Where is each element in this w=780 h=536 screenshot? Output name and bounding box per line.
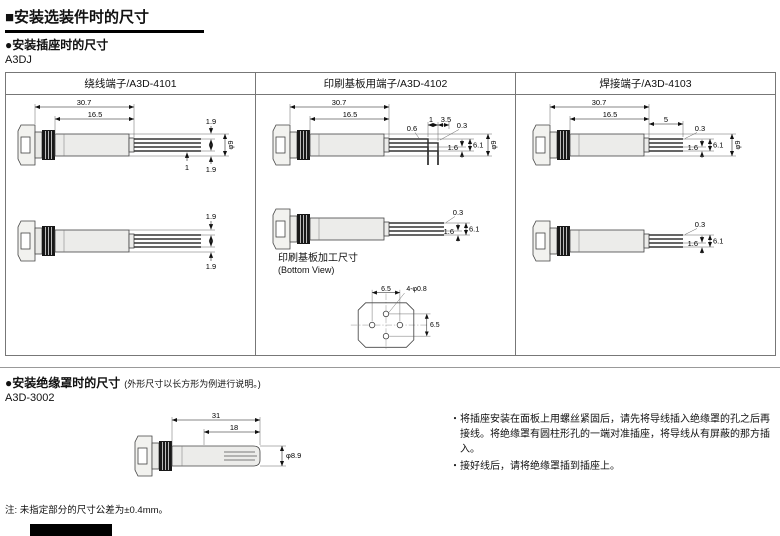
- dim-label: 30.7: [591, 98, 606, 107]
- bottom-view-title: 印刷基板加工尺寸: [278, 253, 358, 264]
- note-item: ・将插座安装在面板上用螺丝紧固后，请先将导线插入绝缘罩的孔之后再接线。将绝缘罩有…: [450, 414, 770, 455]
- dim-label: φ9: [489, 140, 498, 149]
- column-header-wirewrap: 绕线端子/A3D-4101: [5, 72, 256, 95]
- dim-label: 0.3: [456, 121, 466, 130]
- drawing-a3d-4103-bottom: 0.3 1.6 6.1: [532, 220, 723, 262]
- dim-label: 5: [663, 115, 667, 124]
- dimensions-table: 绕线端子/A3D-4101 印刷基板用端子/A3D-4102 焊接端子/A3D-…: [5, 72, 776, 356]
- section-divider: [0, 367, 780, 368]
- dim-label: 16.5: [602, 110, 617, 119]
- dim-label: 1.6: [443, 227, 453, 236]
- dim-label: 6.1: [469, 225, 479, 234]
- cell-pcb: 30.7 16.5 1 3.5 0.6 0.3: [255, 94, 516, 356]
- dim-label: 16.5: [342, 110, 357, 119]
- cover-notes: ・将插座安装在面板上用螺丝紧固后，请先将导线插入绝缘罩的孔之后再接线。将绝缘罩有…: [450, 412, 774, 476]
- dim-label: φ9: [733, 140, 742, 149]
- dim-label: 1.9: [205, 262, 215, 271]
- drawing-a3d-4103-top: 30.7 16.5 5 0.3 1.6: [532, 98, 742, 166]
- cell-wirewrap: 30.7 16.5 1.9 1.9: [5, 94, 256, 356]
- dim-label: 1.9: [205, 165, 215, 174]
- dim-label: 1: [184, 163, 188, 172]
- dim-label: 0.3: [694, 124, 704, 133]
- dim-label: 6.1: [713, 141, 723, 150]
- dim-label: 6.5: [381, 286, 391, 293]
- drawing-bottom-view: 6.5 4-φ0.8 6.5: [350, 286, 440, 349]
- dim-label: 6.1: [713, 237, 723, 246]
- page-title: ■安装选装件时的尺寸: [5, 6, 205, 33]
- socket-section-heading: ●安装插座时的尺寸: [5, 38, 109, 52]
- dim-label: 3.5: [440, 115, 450, 124]
- dim-label: 4-φ0.8: [406, 286, 426, 293]
- cover-section-heading: ●安装绝缘罩时的尺寸(外形尺寸以长方形为例进行说明。): [5, 374, 261, 391]
- cover-heading-text: ●安装绝缘罩时的尺寸: [5, 376, 121, 390]
- cover-model: A3D-3002: [5, 392, 55, 404]
- dim-label: 0.6: [406, 124, 416, 133]
- drawing-a3d-4101-bottom: 1.9 1.9: [17, 212, 216, 271]
- dim-label: 16.5: [87, 110, 102, 119]
- dim-label: 1.9: [205, 212, 215, 221]
- dim-label: 0.3: [694, 220, 704, 229]
- drawing-a3d-4102-bottom: 0.3 1.6 6.1: [272, 208, 479, 250]
- dim-label: 31: [212, 411, 220, 420]
- footer-bar: [30, 524, 112, 536]
- dim-label: 1.9: [205, 117, 215, 126]
- bottom-view-header: 印刷基板加工尺寸 (Bottom View): [278, 253, 515, 275]
- dim-label: φ8.9: [286, 451, 301, 460]
- dim-label: 1.6: [687, 143, 697, 152]
- dim-label: 6.1: [473, 141, 483, 150]
- dim-label: 18: [230, 423, 238, 432]
- drawing-a3d-4101-top: 30.7 16.5 1.9 1.9: [17, 98, 235, 174]
- drawing-a3d-4102-top: 30.7 16.5 1 3.5 0.6 0.3: [272, 98, 498, 166]
- column-header-pcb: 印刷基板用端子/A3D-4102: [255, 72, 516, 95]
- note-item: ・接好线后，请将绝缘罩插到插座上。: [450, 461, 620, 472]
- dim-label: 1.6: [687, 239, 697, 248]
- tolerance-note: 注: 未指定部分的尺寸公差为±0.4mm。: [5, 505, 169, 516]
- dim-label: 30.7: [331, 98, 346, 107]
- socket-model: A3DJ: [5, 54, 32, 66]
- dim-label: 0.3: [452, 208, 462, 217]
- bottom-view-subtitle: (Bottom View): [278, 264, 335, 275]
- dim-label: φ9: [226, 140, 235, 149]
- dim-label: 6.5: [430, 322, 440, 329]
- dim-label: 1.6: [447, 143, 457, 152]
- dim-label: 1: [428, 115, 432, 124]
- cover-heading-note: (外形尺寸以长方形为例进行说明。): [124, 379, 261, 389]
- drawing-a3d-3002: 31 18 φ8.9: [134, 411, 301, 477]
- column-header-solder: 焊接端子/A3D-4103: [515, 72, 776, 95]
- dim-label: 30.7: [76, 98, 91, 107]
- cell-solder: 30.7 16.5 5 0.3 1.6: [515, 94, 776, 356]
